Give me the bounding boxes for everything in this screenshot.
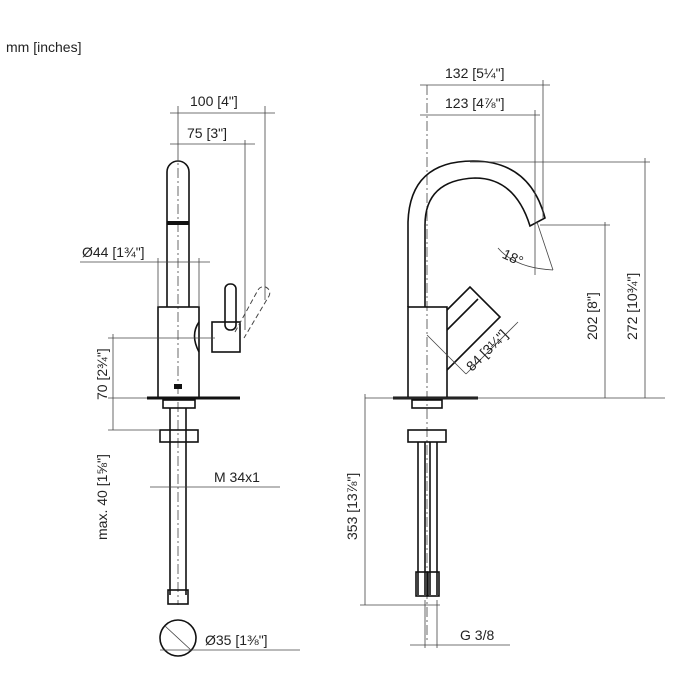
dim-123: 123 [4⅞"] bbox=[445, 95, 504, 111]
handle-base bbox=[211, 321, 241, 353]
dim-connection: G 3/8 bbox=[460, 627, 494, 643]
dim-diameter-44: Ø44 [1¾"] bbox=[82, 244, 145, 260]
units-label: mm [inches] bbox=[6, 39, 81, 55]
dim-thread: M 34x1 bbox=[214, 469, 260, 485]
dim-132: 132 [5¼"] bbox=[445, 65, 504, 81]
handle-open-position bbox=[234, 286, 271, 339]
handle-hub bbox=[193, 321, 200, 353]
mount-nut bbox=[162, 399, 196, 409]
mounting-hole bbox=[159, 619, 197, 657]
side-view: 100 [4"] 75 [3"] Ø44 [1¾"] 70 [2¾"] max.… bbox=[80, 93, 300, 657]
spout bbox=[407, 160, 546, 307]
hose-fitting bbox=[167, 589, 189, 605]
sensor-mark bbox=[174, 384, 182, 389]
dim-84: 84 [3¼"] bbox=[463, 326, 511, 374]
dim-angle: 18° bbox=[500, 246, 526, 269]
spout-pipe bbox=[166, 160, 190, 307]
dim-70: 70 [2¾"] bbox=[94, 348, 110, 400]
front-view: 132 [5¼"] 123 [4⅞"] 18° 272 [10¾"] 202 [… bbox=[344, 65, 665, 648]
lock-nut bbox=[159, 429, 199, 443]
faucet-body bbox=[407, 306, 448, 399]
dim-max-40: max. 40 [1⅝"] bbox=[94, 454, 110, 540]
aerator bbox=[167, 221, 189, 225]
dim-75: 75 [3"] bbox=[187, 125, 227, 141]
handle-lever bbox=[224, 283, 237, 331]
dim-diameter-35: Ø35 [1⅜"] bbox=[205, 632, 268, 648]
dim-202: 202 [8"] bbox=[584, 292, 600, 340]
dim-100: 100 [4"] bbox=[190, 93, 238, 109]
dim-353: 353 [13⅞"] bbox=[344, 473, 360, 540]
handle bbox=[446, 285, 502, 371]
dim-272: 272 [10¾"] bbox=[624, 273, 640, 340]
